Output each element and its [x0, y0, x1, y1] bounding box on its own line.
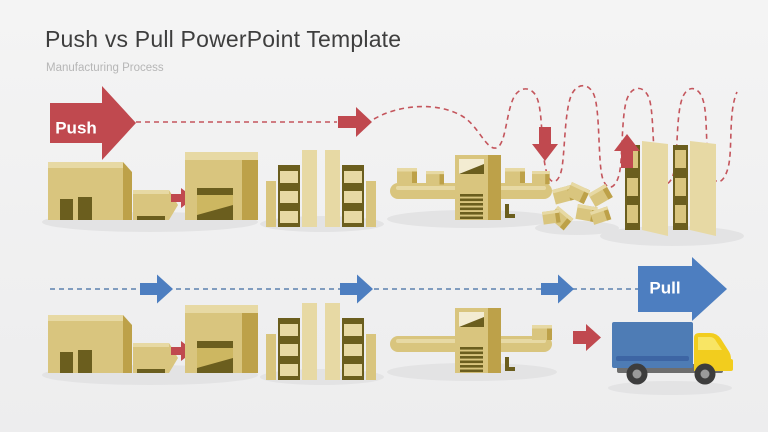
page-title: Push vs Pull PowerPoint Template — [45, 26, 402, 52]
push-arrow-shape — [50, 86, 136, 160]
push-arrow: Push — [50, 86, 136, 160]
pull-flow-arrow-icon-1 — [140, 274, 173, 304]
pull-arrow-shape — [638, 257, 727, 321]
pull-flow-arrow-icon-2 — [340, 274, 373, 304]
pull-conveyor-machine — [387, 308, 557, 381]
pull-arrow: Pull — [638, 257, 727, 321]
push-conveyor-machine — [387, 155, 557, 228]
push-supplier-buildings — [42, 152, 258, 232]
delivery-truck — [608, 322, 733, 395]
pull-row: Pull — [42, 257, 733, 395]
page-subtitle: Manufacturing Process — [46, 62, 164, 74]
pull-supplier-buildings — [42, 305, 258, 385]
push-mid-arrow-icon — [338, 107, 372, 137]
pull-flow-arrow-icon-3 — [541, 274, 574, 304]
fallen-boxes — [535, 182, 619, 235]
up-arrow-icon — [614, 134, 640, 168]
pull-arrow-label: Pull — [649, 278, 680, 297]
pull-warehouse-shelves — [260, 303, 384, 385]
storage-shelves — [600, 141, 744, 246]
dispatch-arrow-icon — [573, 324, 601, 351]
push-arrow-label: Push — [55, 118, 97, 137]
down-arrow-icon — [532, 127, 558, 161]
pull-conveyor-box — [532, 325, 552, 340]
push-row: Push — [42, 84, 744, 246]
push-warehouse-shelves — [260, 150, 384, 232]
